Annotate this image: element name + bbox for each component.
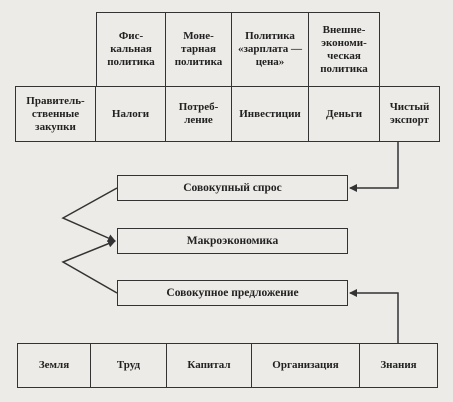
factor-land: Земля (17, 343, 91, 388)
policy-wage-price: Политика «зарплата — цена» (232, 12, 309, 86)
instrument-net-export: Чистый экспорт (380, 86, 440, 142)
policy-monetary: Моне- тарная политика (166, 12, 232, 86)
arrow-demand-to-macro (61, 187, 118, 242)
factor-labor: Труд (91, 343, 167, 388)
macroeconomics-box: Макроэкономика (117, 228, 348, 254)
factor-capital: Капитал (167, 343, 252, 388)
instrument-money: Деньги (309, 86, 380, 142)
arrow-factors-to-supply (349, 289, 399, 343)
policy-foreign-economic: Внешне- экономи- ческая политика (309, 12, 380, 86)
factor-knowledge: Знания (360, 343, 438, 388)
instrument-taxes: Налоги (96, 86, 166, 142)
aggregate-supply-box: Совокупное предложение (117, 280, 348, 306)
instrument-consumption: Потреб- ление (166, 86, 232, 142)
factor-organization: Организация (252, 343, 360, 388)
aggregate-demand-box: Совокупный спрос (117, 175, 348, 201)
arrow-net-export-to-demand (349, 142, 399, 192)
policy-fiscal: Фис- кальная политика (96, 12, 166, 86)
arrow-supply-to-macro (61, 239, 118, 294)
instrument-investment: Инвестиции (232, 86, 309, 142)
instrument-government-purchases: Правитель- ственные закупки (15, 86, 96, 142)
